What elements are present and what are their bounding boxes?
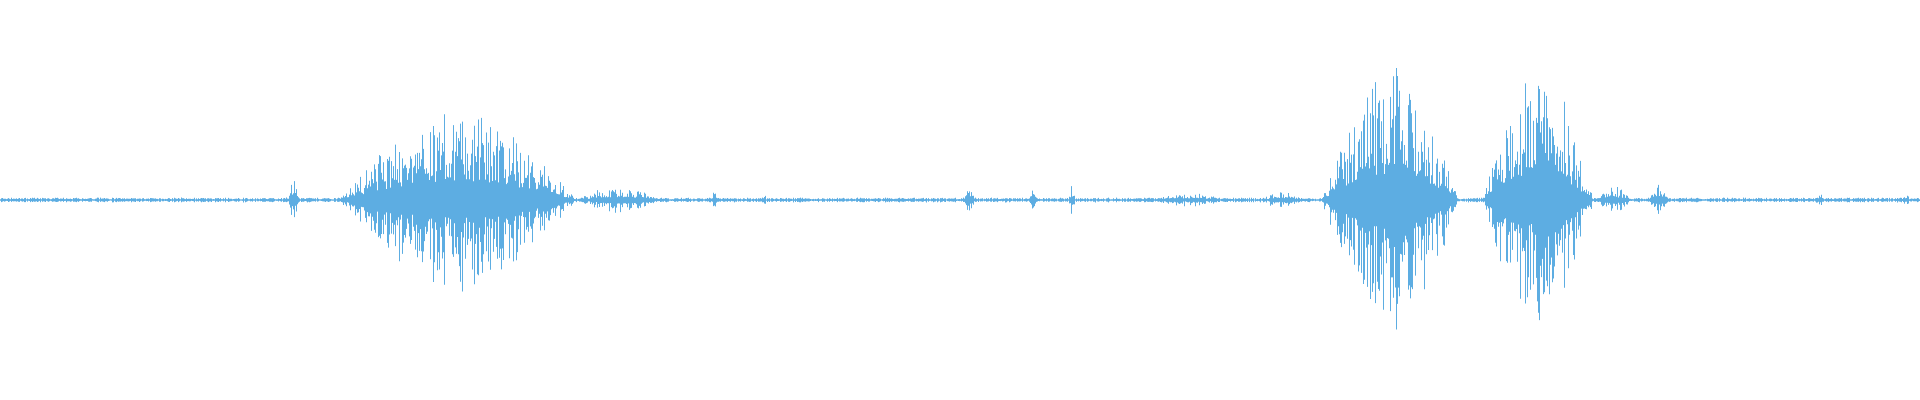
waveform-trace: [0, 68, 1920, 330]
waveform-samples: [0, 68, 1920, 330]
